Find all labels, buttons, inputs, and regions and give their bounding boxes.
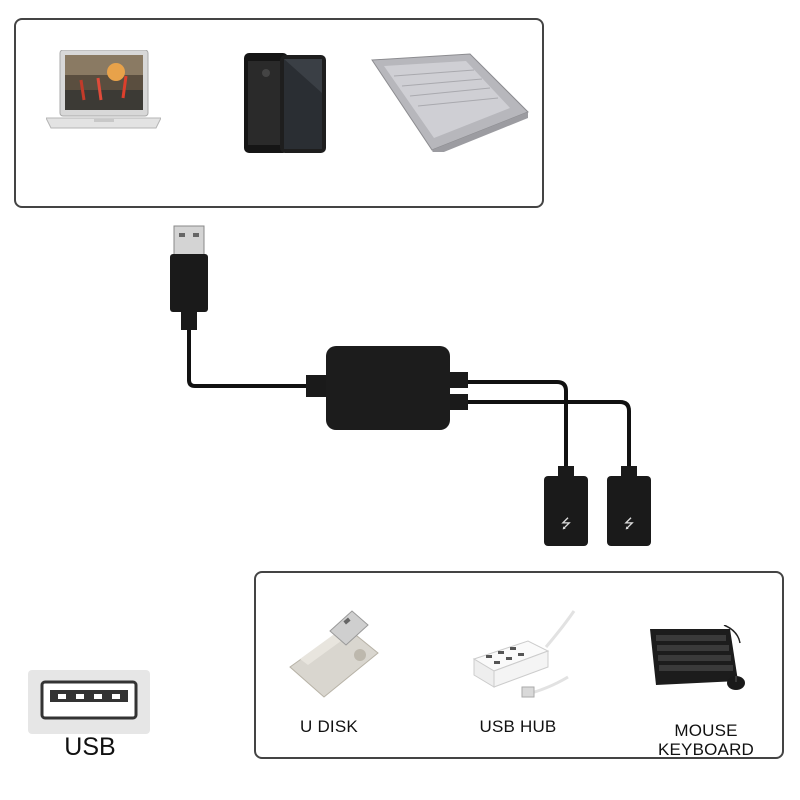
smartphone-icon bbox=[244, 53, 328, 155]
usb-female-connector-1: ⭍ bbox=[544, 466, 588, 546]
svg-text:⭍: ⭍ bbox=[561, 517, 572, 532]
splitter-box bbox=[306, 346, 468, 430]
usb-hub-label: USB HUB bbox=[479, 717, 557, 736]
svg-text:⭍: ⭍ bbox=[624, 517, 635, 532]
usb-flash-drive-icon bbox=[286, 609, 396, 701]
keyboard-label: KEYBOARD bbox=[657, 740, 755, 759]
usb-port-icon bbox=[28, 670, 150, 734]
usb-hub-icon bbox=[468, 607, 578, 707]
usb-female-connector-2: ⭍ bbox=[607, 466, 651, 546]
usb-a-plug-icon bbox=[170, 225, 208, 330]
host-devices-panel bbox=[14, 18, 544, 208]
keyboard-mouse-icon bbox=[648, 625, 748, 695]
u-disk-label: U DISK bbox=[300, 717, 358, 736]
laptop-icon bbox=[46, 50, 161, 142]
mouse-label: MOUSE bbox=[674, 721, 738, 740]
mouse-keyboard-label: MOUSE KEYBOARD bbox=[646, 721, 766, 759]
usb-label: USB bbox=[64, 733, 116, 761]
peripherals-panel: U DISK USB HUB bbox=[254, 571, 784, 759]
notebook-icon bbox=[370, 52, 530, 152]
